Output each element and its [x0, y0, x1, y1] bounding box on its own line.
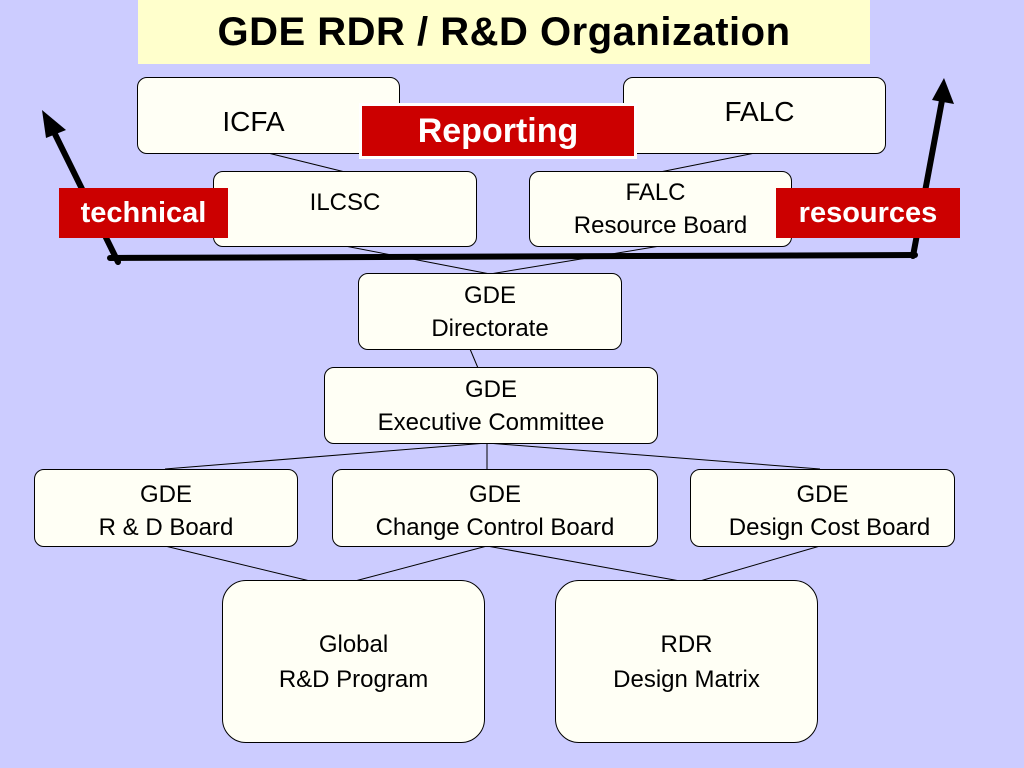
rdr-design-matrix-line2: Design Matrix [613, 666, 760, 693]
gde-executive-committee-line2: Executive Committee [377, 409, 605, 436]
resources-label: resources [776, 188, 960, 238]
gde-directorate-line2: Directorate [431, 315, 549, 342]
rdr-design-matrix-box: RDR Design Matrix [555, 580, 818, 743]
technical-label: technical [59, 188, 228, 238]
gde-design-cost-board-line2: Design Cost Board [728, 514, 931, 541]
gde-executive-committee-box: GDE Executive Committee [324, 367, 658, 444]
falc-box: FALC [623, 77, 886, 154]
gde-rd-board-line2: R & D Board [98, 514, 234, 541]
ilcsc-label: ILCSC [309, 189, 381, 216]
gde-design-cost-board-box: GDE Design Cost Board [690, 469, 955, 547]
falc-resource-board-line1: FALC [625, 179, 686, 206]
falc-label: FALC [724, 96, 795, 127]
ilcsc-box: ILCSC [213, 171, 477, 247]
falc-resource-board-line2: Resource Board [573, 212, 748, 239]
gde-directorate-line1: GDE [463, 282, 516, 309]
gde-change-control-board-box: GDE Change Control Board [332, 469, 658, 547]
gde-design-cost-board-line1: GDE [796, 481, 849, 508]
gde-rd-board-box: GDE R & D Board [34, 469, 298, 547]
reporting-label: Reporting [359, 103, 637, 159]
global-rd-program-line2: R&D Program [278, 666, 429, 693]
gde-rd-board-line1: GDE [139, 481, 192, 508]
icfa-label: ICFA [222, 106, 285, 137]
icfa-box: ICFA [137, 77, 400, 154]
global-rd-program-line1: Global [318, 631, 389, 658]
gde-change-control-board-line1: GDE [468, 481, 521, 508]
rdr-design-matrix-line1: RDR [660, 631, 713, 658]
gde-directorate-box: GDE Directorate [358, 273, 622, 350]
gde-executive-committee-line1: GDE [464, 376, 517, 403]
page-title: GDE RDR / R&D Organization [138, 0, 870, 64]
gde-change-control-board-line2: Change Control Board [375, 514, 615, 541]
falc-resource-board-box: FALC Resource Board [529, 171, 792, 247]
global-rd-program-box: Global R&D Program [222, 580, 485, 743]
